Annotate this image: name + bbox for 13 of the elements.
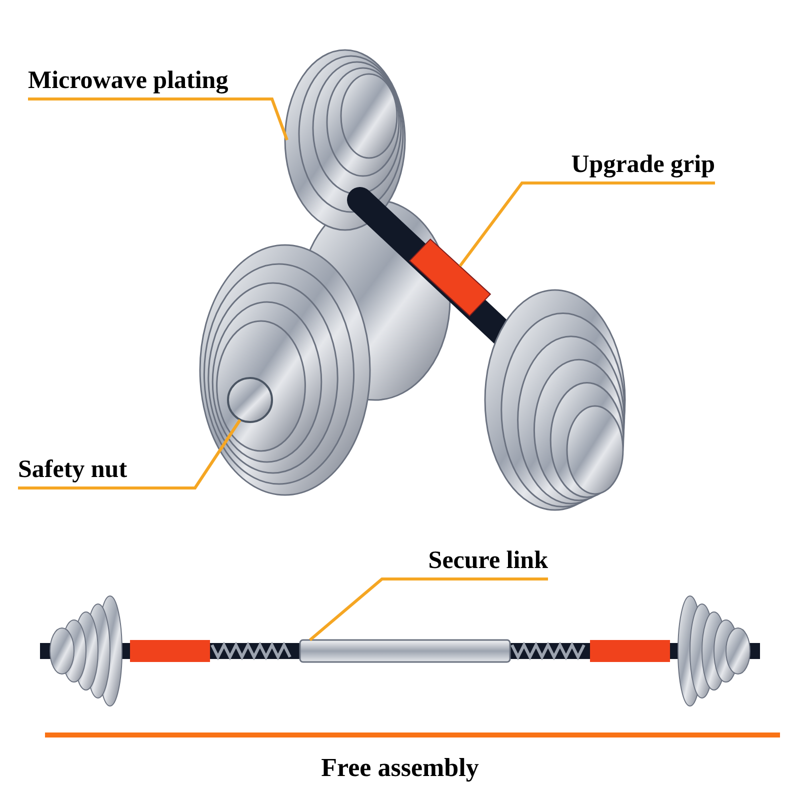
callout-label: Secure link [380, 543, 548, 579]
leader-line [18, 419, 242, 490]
connecting-bar [299, 639, 511, 663]
caption-text: Free assembly [321, 752, 479, 784]
callout-label: Safety nut [18, 452, 198, 488]
leader-line [458, 182, 715, 267]
grip-sleeve [408, 238, 492, 316]
callout-label: Microwave plating [28, 63, 278, 99]
leader-line [309, 578, 548, 642]
callout-label: Upgrade grip [520, 147, 715, 183]
leader-line [28, 98, 288, 141]
safety-nut [227, 377, 273, 423]
weight-plate-stack [284, 49, 406, 231]
